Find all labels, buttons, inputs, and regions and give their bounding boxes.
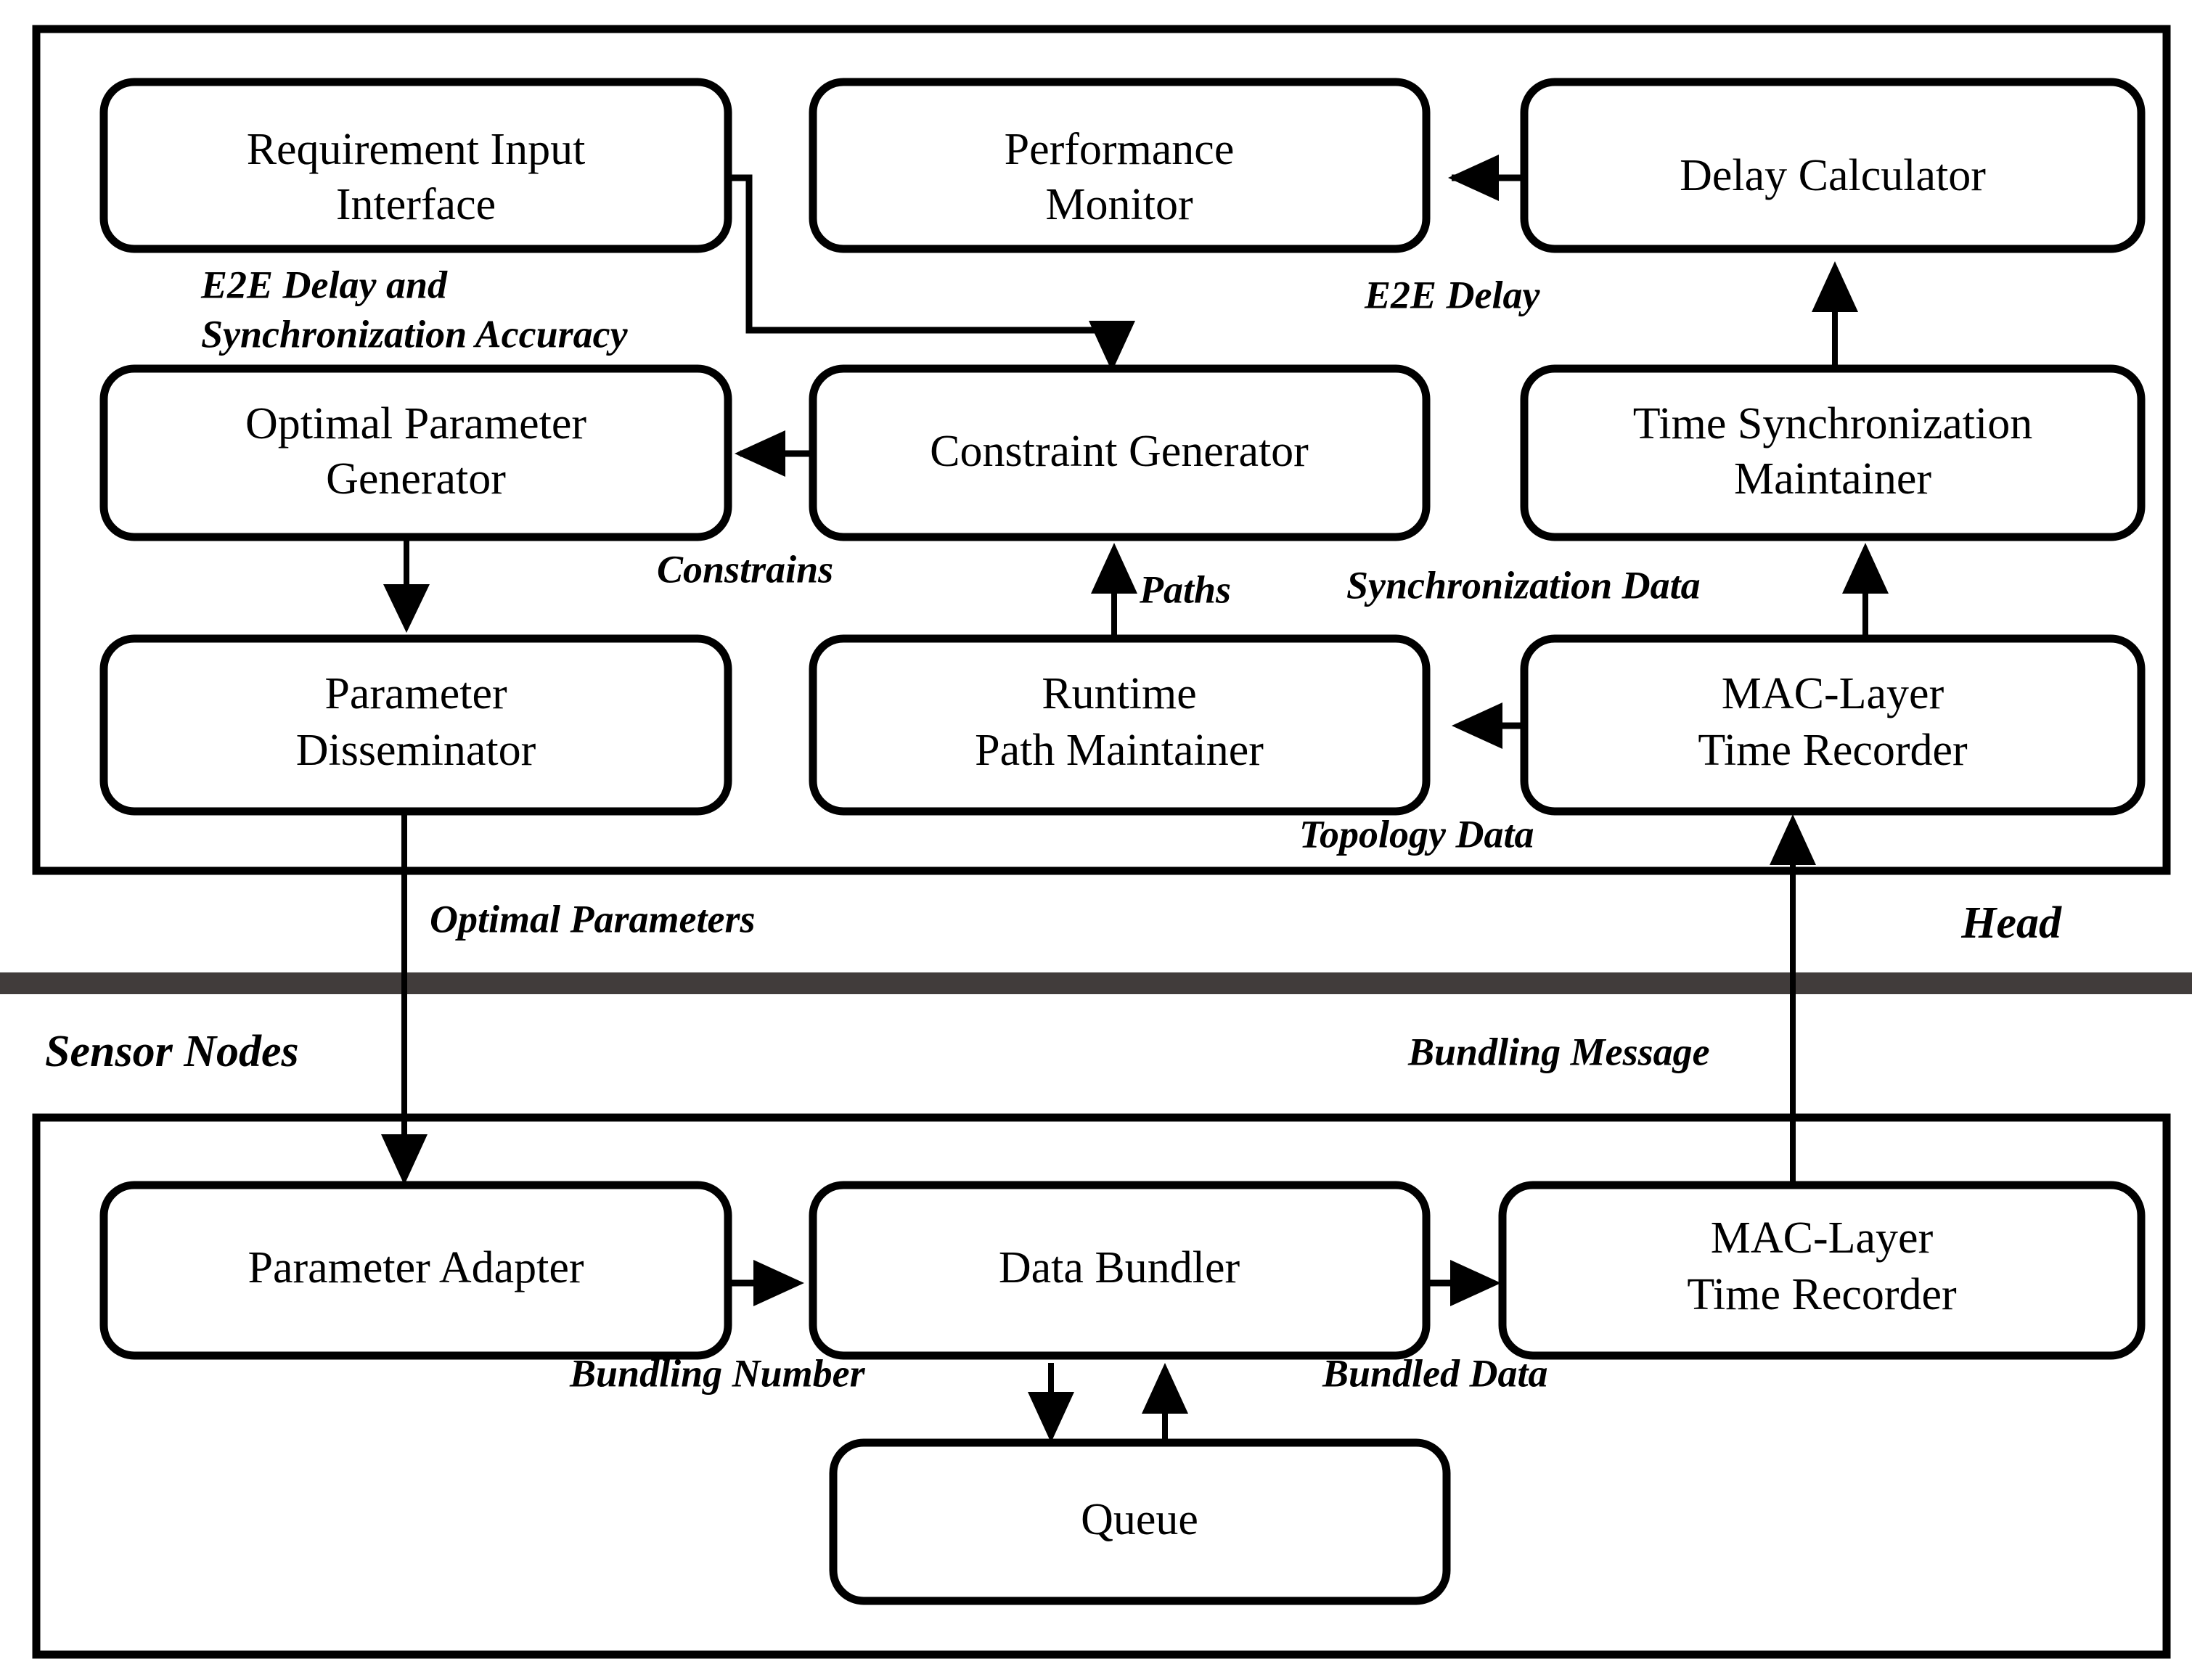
zone-label-head: Head xyxy=(1960,898,2062,948)
connector-delay-calculator-to-performance-monitor xyxy=(1448,155,1521,201)
box-data-bundler[interactable]: Data Bundler xyxy=(809,1181,1431,1360)
box-runtime-path-maintainer[interactable]: Runtime Path Maintainer xyxy=(809,634,1431,816)
box-performance-monitor[interactable]: Performance Monitor xyxy=(809,78,1431,253)
box-parameter-disseminator[interactable]: Parameter Disseminator xyxy=(99,634,732,816)
box-requirement-input-interface[interactable]: Requirement Input Interface xyxy=(99,78,732,253)
runtime-path-maintainer-label-line1: Runtime xyxy=(1042,669,1197,718)
connector-constraint-generator-to-optimal-parameter-generator xyxy=(735,430,811,477)
connector-parameter-adapter-to-data-bundler xyxy=(728,1260,804,1306)
connector-queue-to-data-bundler xyxy=(1142,1363,1188,1443)
requirement-input-interface-label-line2: Interface xyxy=(336,180,496,229)
time-synchronization-maintainer-label-line1: Time Synchronization xyxy=(1633,399,2033,448)
mac-layer-time-recorder-head-label-line2: Time Recorder xyxy=(1698,726,1968,775)
parameter-disseminator-label-line2: Disseminator xyxy=(296,726,536,775)
box-constraint-generator[interactable]: Constraint Generator xyxy=(809,364,1431,541)
parameter-disseminator-label-line1: Parameter xyxy=(324,669,507,718)
optimal-parameter-generator-label-line1: Optimal Parameter xyxy=(245,399,586,448)
connector-sensor-mac-recorder-to-head-mac-recorder xyxy=(1770,814,1816,1190)
box-parameter-adapter[interactable]: Parameter Adapter xyxy=(99,1181,732,1360)
runtime-path-maintainer-label-line2: Path Maintainer xyxy=(975,726,1264,775)
constraint-generator-label: Constraint Generator xyxy=(930,427,1309,476)
performance-monitor-label-line2: Monitor xyxy=(1045,180,1193,229)
zone-label-sensor-nodes: Sensor Nodes xyxy=(45,1027,299,1076)
edge-label-topology-data: Topology Data xyxy=(1299,812,1534,856)
requirement-input-interface-label-line1: Requirement Input xyxy=(247,125,586,174)
mac-layer-time-recorder-sensor-label-line2: Time Recorder xyxy=(1687,1270,1957,1319)
connector-data-bundler-to-sensor-mac-recorder xyxy=(1425,1260,1501,1306)
edge-label-optimal-parameters: Optimal Parameters xyxy=(430,897,755,941)
box-mac-layer-time-recorder-head[interactable]: MAC-Layer Time Recorder xyxy=(1520,634,2146,816)
box-mac-layer-time-recorder-sensor[interactable]: MAC-Layer Time Recorder xyxy=(1498,1181,2146,1360)
connector-mac-recorder-to-runtime-path-maintainer xyxy=(1452,702,1523,749)
connector-mac-recorder-to-time-sync-maintainer xyxy=(1842,543,1889,639)
queue-label: Queue xyxy=(1081,1495,1198,1544)
edge-label-bundling-message: Bundling Message xyxy=(1407,1030,1710,1073)
mac-layer-time-recorder-head-label-line1: MAC-Layer xyxy=(1722,669,1944,718)
delay-calculator-label: Delay Calculator xyxy=(1680,151,1986,200)
parameter-adapter-label: Parameter Adapter xyxy=(248,1243,584,1292)
connector-time-sync-maintainer-to-delay-calculator xyxy=(1812,261,1858,369)
edge-label-e2e-delay-and-sync-line1: E2E Delay and xyxy=(200,263,448,306)
edge-label-bundling-number: Bundling Number xyxy=(569,1351,866,1395)
edge-label-constrains: Constrains xyxy=(657,547,833,591)
edge-label-paths: Paths xyxy=(1139,567,1231,611)
optimal-parameter-generator-label-line2: Generator xyxy=(326,454,506,504)
connector-data-bundler-to-queue xyxy=(1028,1363,1074,1443)
connector-optimal-parameter-generator-to-parameter-disseminator xyxy=(383,538,430,633)
edge-label-e2e-delay: E2E Delay xyxy=(1364,273,1541,316)
box-delay-calculator[interactable]: Delay Calculator xyxy=(1520,78,2146,253)
box-optimal-parameter-generator[interactable]: Optimal Parameter Generator xyxy=(99,364,732,541)
connector-runtime-path-maintainer-to-constraint-generator xyxy=(1091,543,1137,639)
sensor-nodes-container xyxy=(32,1113,2171,1659)
edge-label-e2e-delay-and-sync-line2: Synchronization Accuracy xyxy=(201,312,629,356)
head-sensor-divider xyxy=(0,972,2192,994)
edge-label-synchronization-data: Synchronization Data xyxy=(1346,563,1701,607)
data-bundler-label: Data Bundler xyxy=(999,1243,1240,1292)
connector-parameter-disseminator-to-parameter-adapter xyxy=(381,811,428,1185)
mac-layer-time-recorder-sensor-label-line1: MAC-Layer xyxy=(1711,1213,1934,1263)
edge-label-bundled-data: Bundled Data xyxy=(1322,1351,1548,1395)
head-container xyxy=(32,25,2171,875)
box-queue[interactable]: Queue xyxy=(829,1438,1451,1605)
performance-monitor-label-line1: Performance xyxy=(1005,125,1235,174)
box-time-synchronization-maintainer[interactable]: Time Synchronization Maintainer xyxy=(1520,364,2146,541)
connector-requirement-input-to-constraint-generator xyxy=(727,174,1135,372)
time-synchronization-maintainer-label-line2: Maintainer xyxy=(1734,454,1931,504)
